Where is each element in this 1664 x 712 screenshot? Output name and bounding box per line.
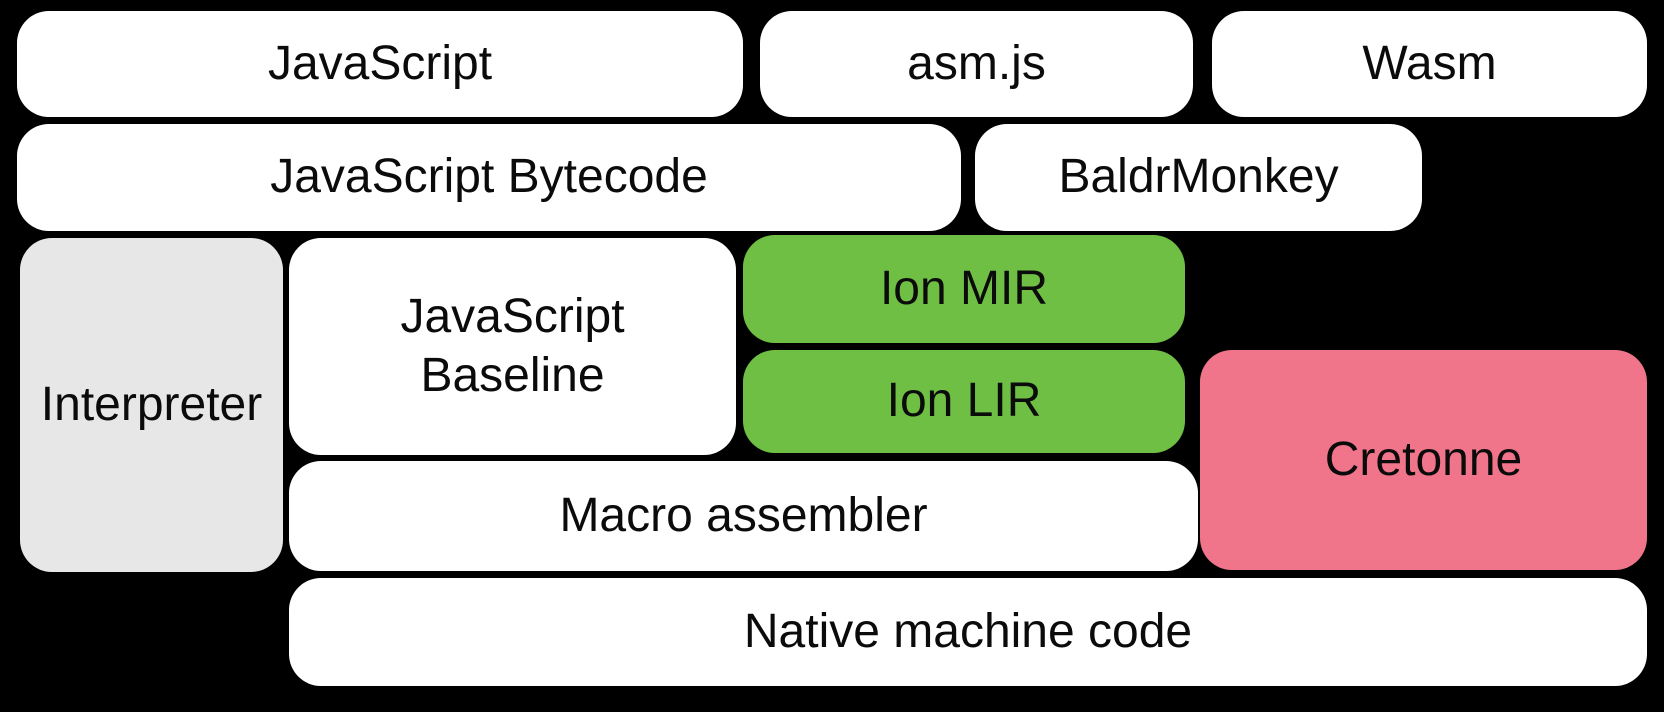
node-javascript-baseline: JavaScript Baseline bbox=[289, 238, 736, 455]
node-baldrmonkey: BaldrMonkey bbox=[975, 124, 1422, 231]
node-macro-assembler: Macro assembler bbox=[289, 461, 1198, 571]
node-native-machine-code: Native machine code bbox=[289, 578, 1647, 686]
node-javascript-bytecode: JavaScript Bytecode bbox=[17, 124, 961, 231]
node-wasm: Wasm bbox=[1212, 11, 1647, 117]
node-ion-mir: Ion MIR bbox=[743, 235, 1185, 343]
node-ion-lir: Ion LIR bbox=[743, 350, 1185, 453]
node-interpreter: Interpreter bbox=[20, 238, 283, 572]
node-asmjs: asm.js bbox=[760, 11, 1193, 117]
node-javascript: JavaScript bbox=[17, 11, 743, 117]
node-cretonne: Cretonne bbox=[1200, 350, 1647, 570]
